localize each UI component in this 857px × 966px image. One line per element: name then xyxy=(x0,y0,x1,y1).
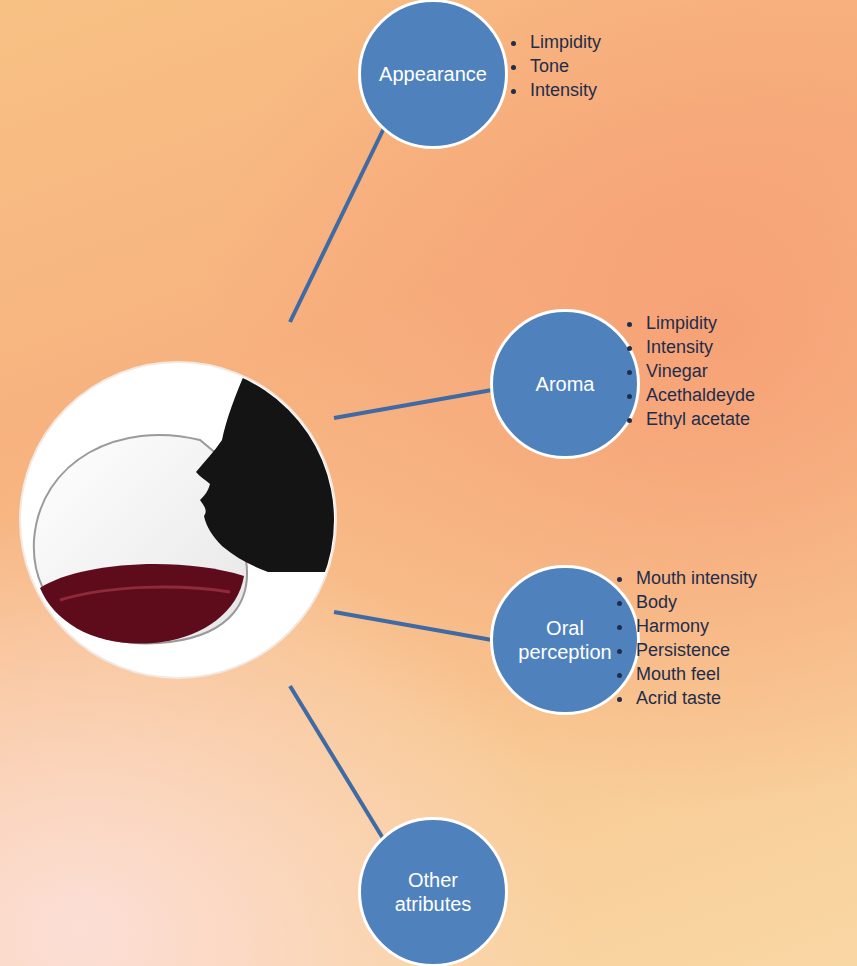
attribute-item: Intensity xyxy=(528,78,601,102)
leader-line xyxy=(290,128,384,322)
attribute-item: Acethaldeyde xyxy=(644,383,755,407)
attribute-item: Harmony xyxy=(634,614,757,638)
category-name: Oral perception xyxy=(510,616,621,664)
glass-stem xyxy=(14,630,42,672)
category-circle: Appearance xyxy=(358,0,508,149)
attribute-list: Mouth intensityBodyHarmonyPersistenceMou… xyxy=(620,566,757,710)
leader-line xyxy=(334,390,492,418)
attribute-item: Intensity xyxy=(644,335,755,359)
attribute-list: LimpidityToneIntensity xyxy=(514,30,601,102)
category-name: Aroma xyxy=(536,372,595,396)
leader-line xyxy=(290,686,384,840)
face-silhouette xyxy=(196,362,340,572)
attribute-item: Ethyl acetate xyxy=(644,407,755,431)
attribute-item: Acrid taste xyxy=(634,686,757,710)
category-name: Appearance xyxy=(379,62,487,86)
attribute-item: Persistence xyxy=(634,638,757,662)
attribute-item: Limpidity xyxy=(644,311,755,335)
attribute-item: Mouth feel xyxy=(634,662,757,686)
attribute-list: LimpidityIntensityVinegarAcethaldeydeEth… xyxy=(630,311,755,431)
attribute-item: Tone xyxy=(528,54,601,78)
category-circle: Other atributes xyxy=(358,817,508,966)
attribute-item: Mouth intensity xyxy=(634,566,757,590)
category-name: Other atributes xyxy=(378,868,489,916)
leader-line xyxy=(334,612,492,640)
attribute-item: Vinegar xyxy=(644,359,755,383)
attribute-item: Limpidity xyxy=(528,30,601,54)
category-circle: Oral perception xyxy=(490,565,640,715)
wine xyxy=(40,564,244,643)
category-circle: Aroma xyxy=(490,309,640,459)
attribute-item: Body xyxy=(634,590,757,614)
